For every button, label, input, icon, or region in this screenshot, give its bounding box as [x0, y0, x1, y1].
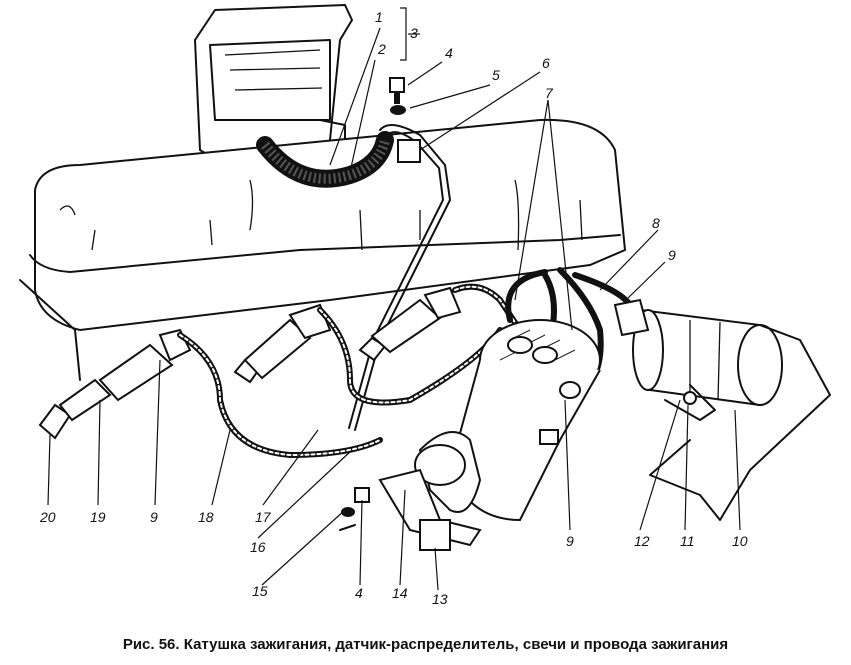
vacuum-tube: [348, 124, 451, 431]
body-panel: [649, 324, 831, 521]
callout-16: 16: [250, 539, 266, 555]
callout-8: 8: [652, 215, 660, 231]
callout-4-bottom: 4: [355, 585, 363, 601]
callout-9-left: 9: [150, 509, 158, 525]
callout-17: 17: [255, 509, 272, 525]
distributor: [378, 319, 601, 551]
callout-5: 5: [492, 67, 500, 83]
figure-caption: Рис. 56. Катушка зажигания, датчик-распр…: [122, 636, 729, 653]
callout-1: 1: [375, 9, 383, 25]
callout-7: 7: [545, 85, 554, 101]
callout-10: 10: [732, 533, 748, 549]
callout-13: 13: [432, 591, 448, 607]
callout-9-distributor: 9: [566, 533, 574, 549]
valve-cover: [19, 118, 627, 381]
bolt-washer: [389, 77, 406, 115]
callout-4-top: 4: [445, 45, 453, 61]
callout-3: 3: [410, 25, 418, 41]
callout-9-coil: 9: [668, 247, 676, 263]
callout-labels: 1 2 3 4 5 6 7 8 9 9 18 17 16 15 4 14 13 …: [39, 9, 748, 607]
ignition-wires: [177, 267, 633, 459]
callout-11: 11: [680, 533, 695, 549]
bolt-bottom: [339, 487, 370, 531]
callout-6: 6: [542, 55, 550, 71]
callout-19: 19: [90, 509, 106, 525]
ignition-coil: [613, 298, 783, 421]
callout-14: 14: [392, 585, 408, 601]
callout-20: 20: [39, 509, 56, 525]
callout-12: 12: [634, 533, 650, 549]
hose: [256, 131, 394, 188]
callout-2: 2: [377, 41, 386, 57]
callout-15: 15: [252, 583, 268, 599]
leader-lines: [47, 7, 741, 591]
callout-18: 18: [198, 509, 214, 525]
